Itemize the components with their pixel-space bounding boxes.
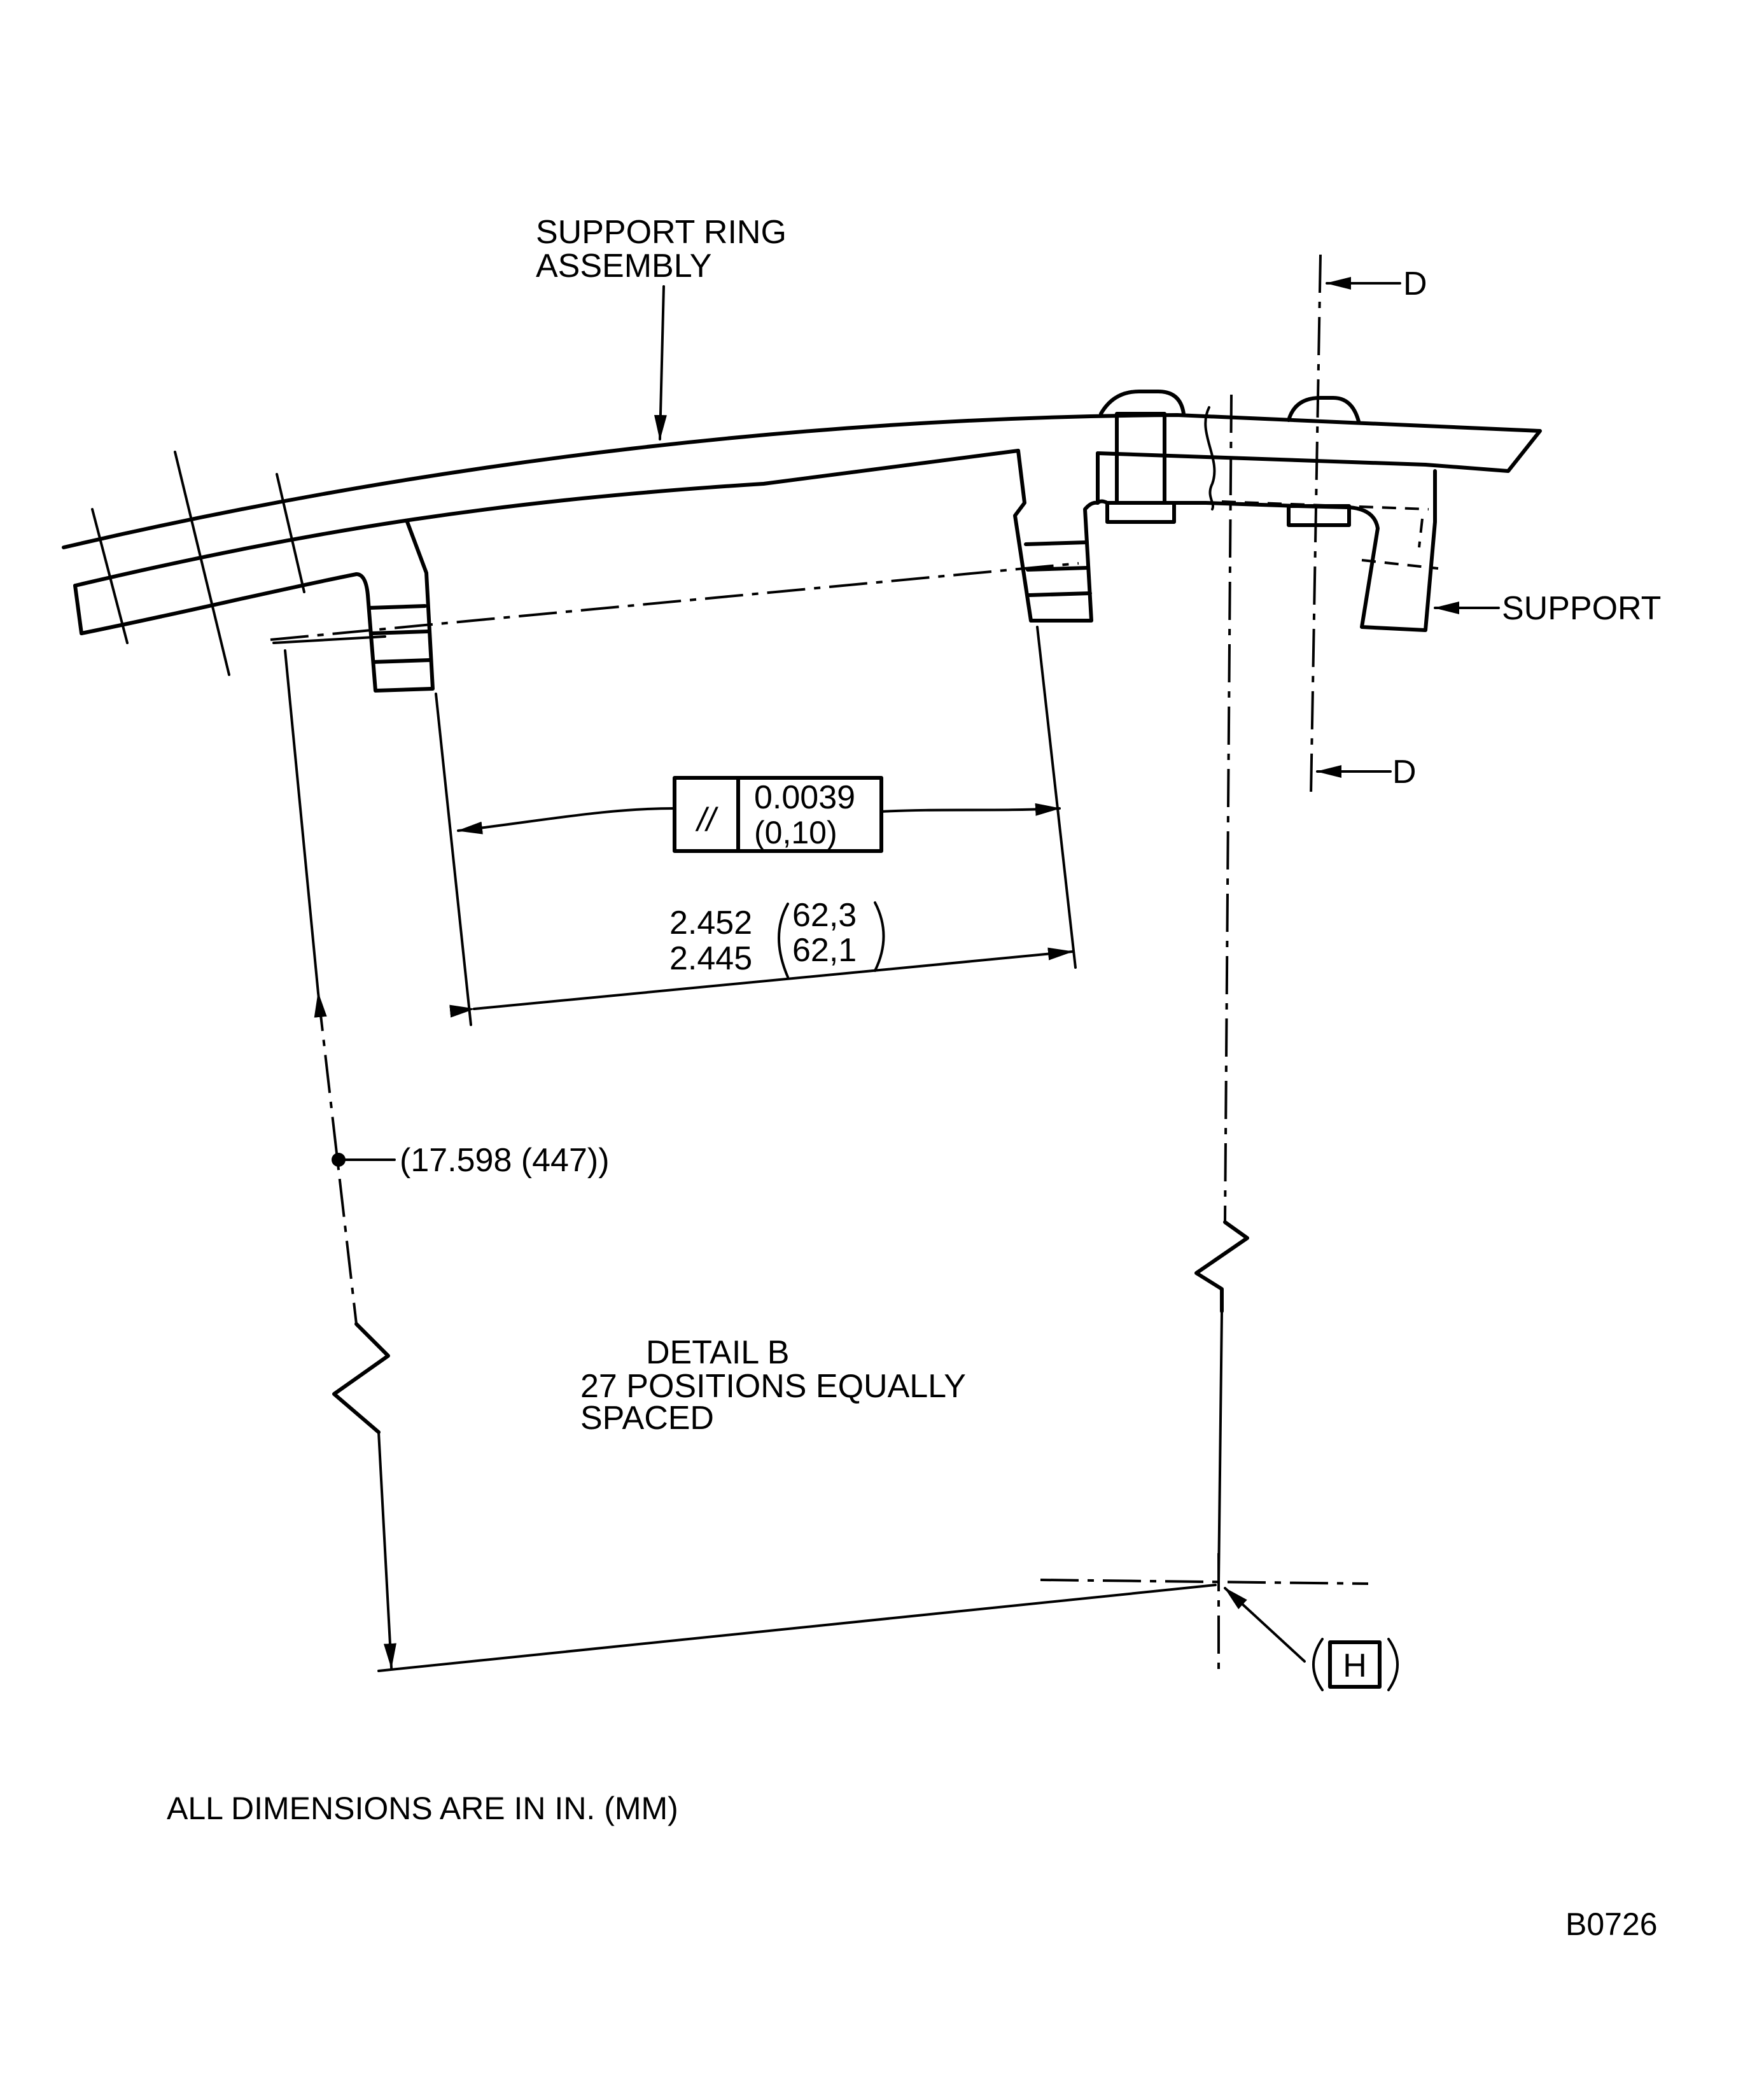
support-label: SUPPORT (1434, 590, 1661, 627)
radius-reference: (17.598 (447)) (400, 1142, 610, 1179)
spacing-dimension: 2.452 2.445 62,3 62,1 (449, 897, 1074, 1018)
break-symbol-vertical (1194, 1220, 1249, 1313)
support-ring-assembly (62, 406, 1542, 676)
centerline-lugs (270, 562, 1079, 641)
section-d-bottom-label: D (1392, 754, 1417, 791)
parallelism-symbol: // (696, 801, 718, 838)
left-lug (354, 520, 435, 693)
datum-h-callout: H (1224, 1587, 1399, 1691)
support-ring-label-line2: ASSEMBLY (536, 248, 711, 285)
section-d-line (1310, 254, 1322, 796)
section-d-top-label: D (1403, 265, 1427, 302)
support-ring-label-line1: SUPPORT RING (536, 214, 787, 251)
units-note: ALL DIMENSIONS ARE IN IN. (MM) (167, 1791, 678, 1826)
parallelism-dimension (457, 803, 1061, 834)
detail-title: DETAIL B (646, 1334, 789, 1371)
detail-positions-line1: 27 POSITIONS EQUALLY (580, 1368, 966, 1405)
datum-h-label: H (1343, 1647, 1367, 1684)
detail-note: DETAIL B 27 POSITIONS EQUALLY SPACED (580, 1334, 966, 1437)
extension-line-left (435, 693, 472, 1026)
dimension-mm-max: 62,3 (792, 897, 857, 934)
tolerance-frame: // 0.0039 (0,10) (673, 776, 883, 853)
datum-h-horizontal (1040, 1579, 1369, 1585)
section-d-bottom: D (1316, 754, 1417, 791)
support-label-text: SUPPORT (1502, 590, 1661, 627)
section-d-top: D (1326, 265, 1427, 302)
radius-dimension (272, 635, 1217, 1672)
centerline-vertical-lower (1217, 1310, 1223, 1583)
support-ring-label: SUPPORT RING ASSEMBLY (536, 214, 787, 440)
detail-positions-line2: SPACED (580, 1400, 714, 1437)
support-part (1221, 469, 1439, 632)
right-lug (1013, 449, 1100, 623)
tolerance-value-mm: (0,10) (754, 815, 837, 850)
centerline-vertical (1224, 394, 1233, 1223)
figure-id: B0726 (1565, 1906, 1658, 1942)
extension-line-right (1036, 626, 1077, 969)
bolt-left (1096, 390, 1300, 524)
tolerance-value-in: 0.0039 (754, 779, 855, 816)
dimension-in-max: 2.452 (669, 905, 752, 941)
dimension-in-min: 2.445 (669, 940, 752, 977)
dimension-mm-min: 62,1 (792, 932, 857, 969)
